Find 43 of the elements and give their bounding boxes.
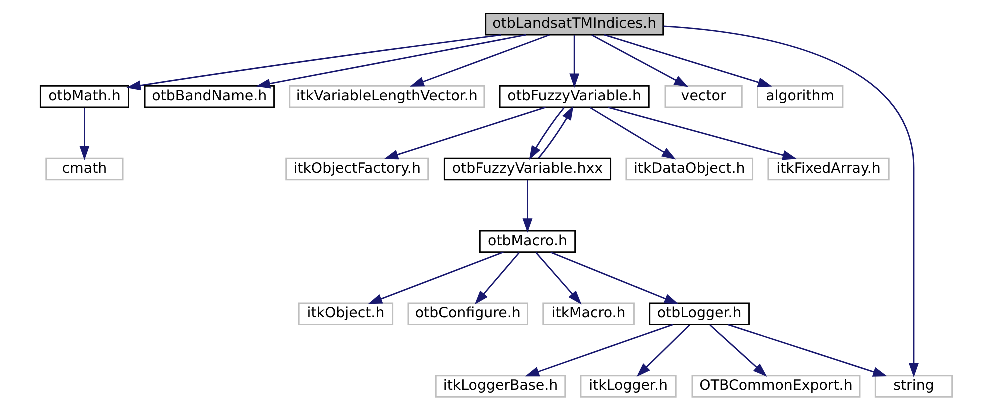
arrow <box>126 34 502 91</box>
arrow <box>664 26 919 378</box>
node-box: itkVariableLengthVector.h <box>289 86 486 108</box>
arrow <box>570 36 580 88</box>
arrow <box>80 108 90 160</box>
node-box: OTBCommonExport.h <box>692 375 861 398</box>
node-box: vector <box>664 86 743 108</box>
arrow <box>410 34 550 87</box>
arrow <box>636 324 690 378</box>
arrow <box>529 108 565 160</box>
node-box: otbFuzzyVariable.hxx <box>444 158 612 181</box>
node-box: algorithm <box>757 86 844 108</box>
arrow <box>590 107 676 160</box>
node-box: otbMath.h <box>40 86 130 108</box>
arrow <box>525 324 674 377</box>
node-box: itkMacro.h <box>542 302 635 326</box>
arrow <box>522 180 533 233</box>
node-box: itkObject.h <box>298 302 394 326</box>
arrow <box>728 324 888 377</box>
node-box: otbFuzzyVariable.h <box>499 86 650 108</box>
node-box: otbConfigure.h <box>408 302 528 326</box>
node-box: itkLogger.h <box>580 375 677 398</box>
arrow <box>710 324 768 377</box>
node-box: otbLandsatTMIndices.h <box>485 13 664 36</box>
node-box: string <box>874 375 954 398</box>
arrow <box>592 34 689 88</box>
node-box: otbMacro.h <box>479 230 576 254</box>
node-box: otbBandName.h <box>144 86 275 108</box>
arrow <box>536 252 582 305</box>
arrow <box>256 34 526 89</box>
arrow <box>550 252 679 304</box>
arrow <box>384 106 546 160</box>
arrow <box>474 252 520 305</box>
arrow <box>608 106 797 160</box>
node-box: itkFixedArray.h <box>768 158 890 181</box>
node-box: otbLogger.h <box>649 302 750 326</box>
node-box: itkDataObject.h <box>626 158 754 181</box>
arrow <box>538 106 574 159</box>
node-box: itkLoggerBase.h <box>435 375 566 398</box>
node-box: itkObjectFactory.h <box>286 158 430 181</box>
arrow <box>604 34 772 88</box>
arrow <box>368 252 504 304</box>
node-box: cmath <box>46 158 124 181</box>
